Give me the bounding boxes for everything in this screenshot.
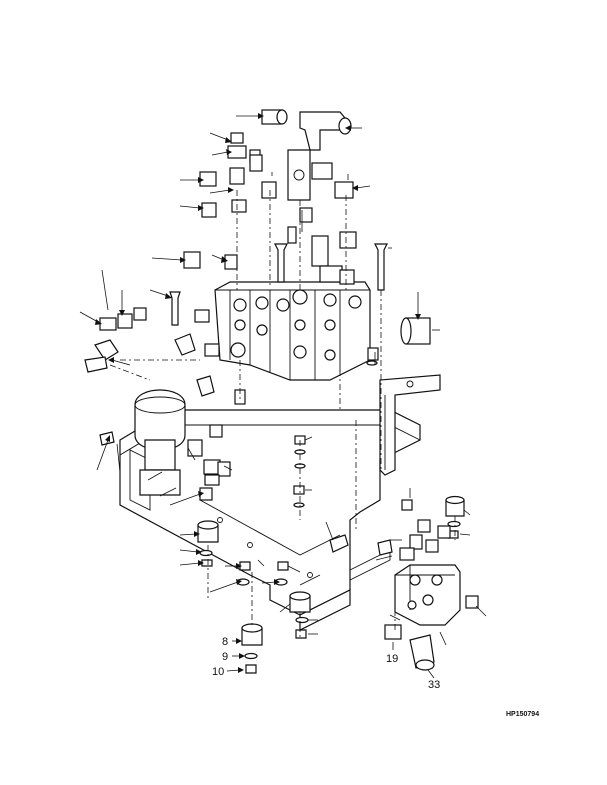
svg-text:9: 9 xyxy=(222,651,228,663)
assembly-centerlines xyxy=(109,190,456,640)
numbered-callouts: 8 9 10 19 33 xyxy=(212,636,440,691)
callout-10: 10 xyxy=(212,666,244,678)
fitting-column-center xyxy=(261,109,357,285)
svg-text:10: 10 xyxy=(212,666,224,678)
accumulator-tank xyxy=(134,389,186,496)
callout-9: 9 xyxy=(222,651,245,663)
manifold-side-fittings xyxy=(99,424,231,501)
fitting-column-left xyxy=(183,132,277,270)
mounting-bracket xyxy=(119,409,421,616)
svg-text:8: 8 xyxy=(222,636,228,648)
long-bolts xyxy=(169,243,388,586)
left-elbow-fittings xyxy=(84,307,220,397)
svg-text:33: 33 xyxy=(428,679,440,691)
isolator-mounts-right xyxy=(445,495,465,539)
control-valve-stack xyxy=(214,281,371,405)
callout-8: 8 xyxy=(222,636,242,648)
svg-text:19: 19 xyxy=(386,653,398,665)
isolator-mounts-lower xyxy=(241,591,311,674)
callout-19: 19 xyxy=(386,642,398,665)
figure-code: HP150794 xyxy=(506,711,539,718)
auxiliary-valve-block xyxy=(377,499,479,671)
right-large-fitting xyxy=(367,317,431,361)
leader-lines xyxy=(79,113,487,646)
callout-33: 33 xyxy=(427,669,440,691)
